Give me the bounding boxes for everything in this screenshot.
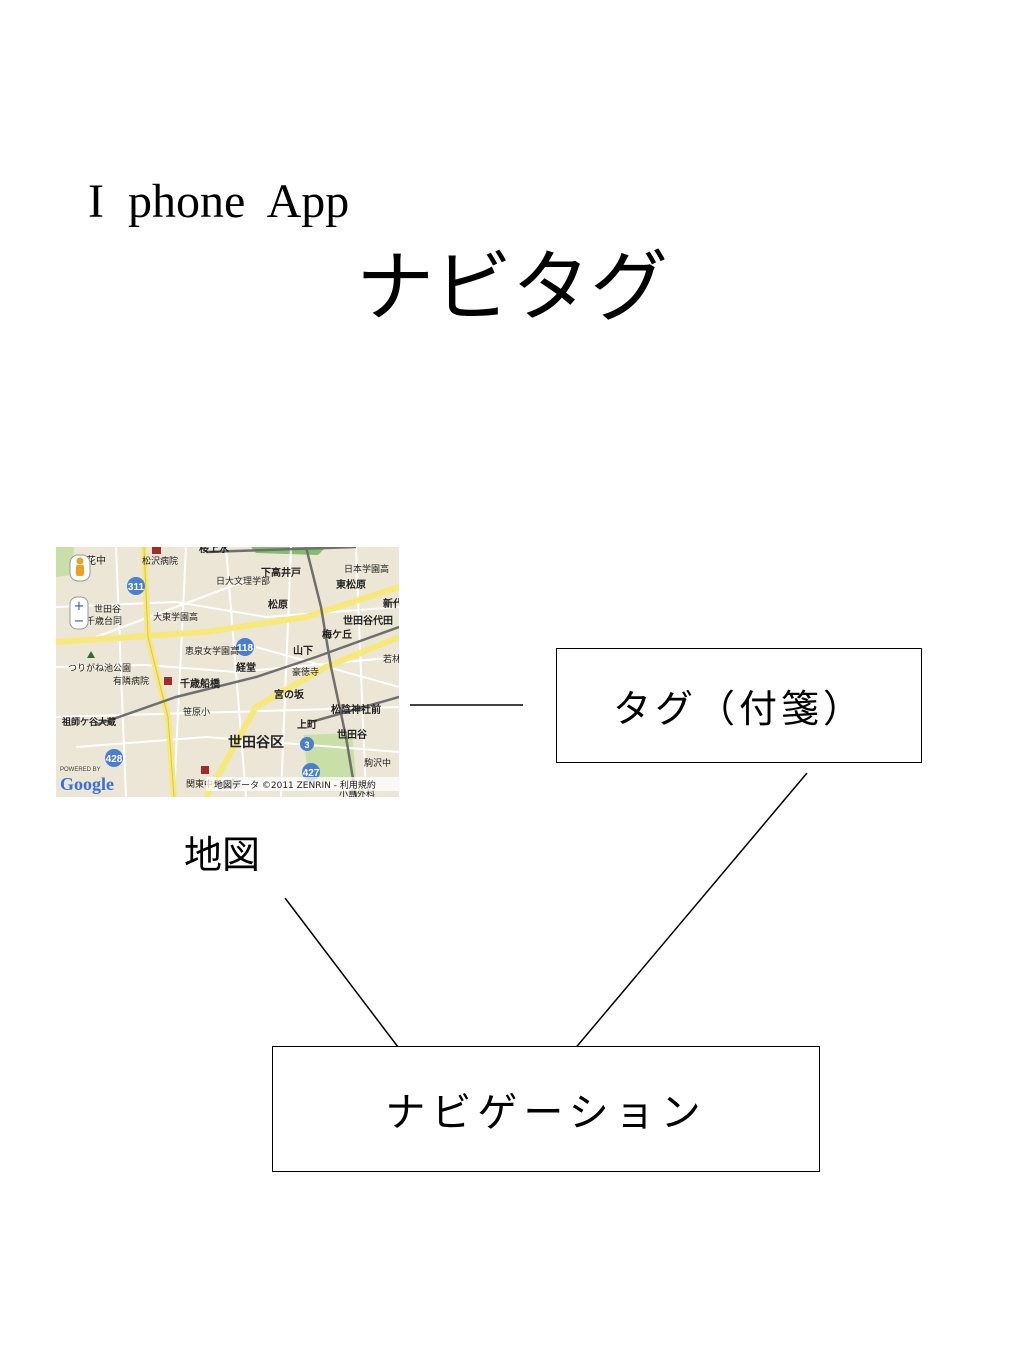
map-place-label: 大東学園高: [153, 611, 198, 623]
zoom-out-icon: −: [74, 614, 85, 629]
map-place-label: 上町: [297, 718, 317, 731]
navigation-box: ナビゲーション: [272, 1046, 820, 1172]
route-badge: [105, 749, 123, 767]
map-place-label: 宮の坂: [274, 688, 305, 701]
hospital-icon: [201, 766, 209, 774]
map-place-label: 若林: [383, 653, 399, 665]
slide-title: ナビタグ: [355, 243, 668, 333]
map-place-label: 千歳船橋: [180, 677, 221, 690]
map-place-labels: 花中 松沢病院 桜上水 下高井戸 日本学園高 東松原 日大文理学部 世田谷 千歳…: [61, 547, 399, 797]
tag-box-label: タグ（付箋）: [612, 687, 865, 731]
tree-icon: [87, 651, 95, 658]
map-copyright: 地図データ ©2011 ZENRIN - 利用規約: [214, 779, 376, 791]
map-place-label: 松原: [268, 598, 288, 611]
map-place-label: 駒沢中: [364, 757, 391, 769]
connector-map-label-to-navigation: [284, 897, 399, 1048]
map-place-label: 世田谷: [337, 728, 368, 741]
zoom-control[interactable]: + −: [69, 596, 89, 630]
route-badge-label: 428: [106, 754, 123, 765]
route-badge: [127, 577, 145, 595]
map-place-label: 小島外科: [339, 788, 375, 797]
connector-tag-to-navigation: [567, 772, 808, 1058]
hospital-icon: [152, 547, 161, 554]
map-place-label: 世田谷: [94, 603, 121, 615]
tag-box: タグ（付箋）: [556, 648, 922, 763]
map-place-label: 新代: [383, 597, 399, 610]
map-powered-by: POWERED BY: [60, 767, 101, 773]
map-place-label: 千歳台同: [86, 615, 122, 627]
map-canvas: 311 118 428 427 3 花中 松沢病院 桜上水 下高井戸 日本学園高…: [56, 547, 399, 797]
route-badge-label: 118: [237, 643, 254, 654]
route-badge: [236, 638, 254, 656]
map-image: 311 118 428 427 3 花中 松沢病院 桜上水 下高井戸 日本学園高…: [56, 547, 399, 797]
map-point-icons: [87, 547, 209, 774]
map-place-label: 有隣病院: [113, 675, 149, 687]
zoom-in-icon: +: [74, 599, 85, 614]
map-place-label: 恵泉女学園高: [185, 645, 239, 657]
map-place-label: 東松原: [336, 578, 366, 591]
map-place-label: 祖師ケ谷大蔵: [61, 716, 116, 728]
slide-subtitle: I phone App: [88, 175, 350, 228]
map-place-label: 花中: [86, 554, 106, 567]
map-place-label: 世田谷代田: [343, 614, 393, 627]
map-place-label: 経堂: [236, 661, 256, 674]
route-badge: [302, 763, 320, 781]
map-place-label: 梅ケ丘: [322, 628, 352, 641]
map-route-badges: 311 118 428 427 3: [105, 577, 320, 781]
map-minor-roads: [56, 547, 399, 797]
map-place-label: つりがね池公園: [68, 662, 131, 674]
navigation-box-label: ナビゲーション: [385, 1090, 707, 1136]
route-badge-label: 427: [303, 768, 320, 779]
map-label: 地図: [184, 833, 261, 877]
map-google-logo: Google: [60, 774, 114, 794]
map-place-label: 山下: [293, 644, 313, 657]
map-place-label: 松沢病院: [142, 555, 178, 567]
map-rail-lines: [95, 547, 399, 797]
route-badge-label: 311: [128, 582, 145, 593]
route-badge-label: 3: [304, 740, 309, 750]
map-place-label: 豪徳寺: [292, 666, 319, 678]
route-badge: [300, 737, 314, 751]
map-place-label: 松陰神社前: [331, 703, 381, 716]
map-place-label: 世田谷区: [228, 734, 284, 751]
map-place-label: 日大文理学部: [216, 575, 270, 587]
map-place-label: 日本学園高: [344, 563, 389, 575]
map-place-label: 笹原小: [183, 706, 210, 718]
map-place-label: 桜上水: [199, 547, 230, 555]
hospital-icon: [164, 677, 172, 685]
pegman-icon[interactable]: [69, 554, 91, 582]
map-place-label: 下高井戸: [261, 566, 301, 579]
